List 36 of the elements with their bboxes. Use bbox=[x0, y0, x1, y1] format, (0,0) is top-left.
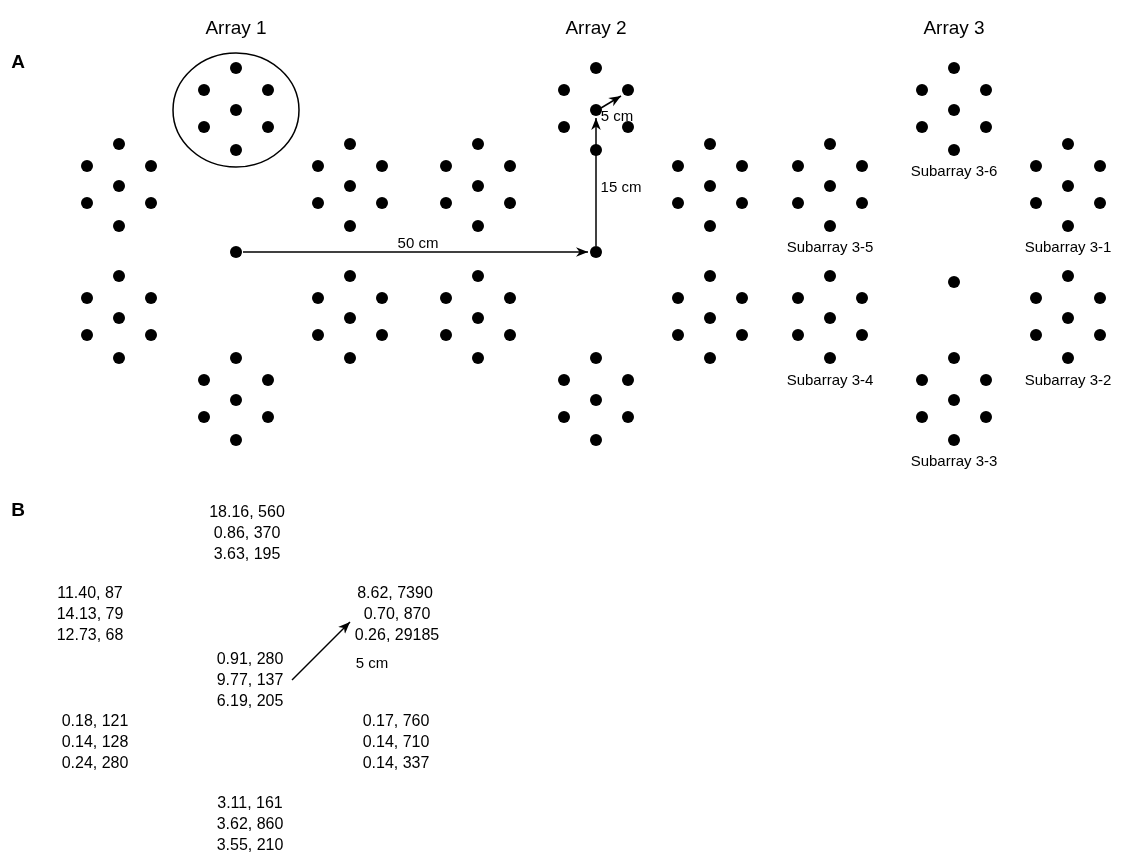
measurement-value: 0.17, 760 bbox=[362, 712, 430, 730]
measurement-value: 3.62, 860 bbox=[216, 815, 284, 833]
subarray-label: Subarray 3-5 bbox=[786, 238, 874, 256]
array-title: Array 3 bbox=[923, 17, 985, 39]
measurement-value: 0.18, 121 bbox=[61, 712, 129, 730]
measurement-value: 9.77, 137 bbox=[216, 671, 284, 689]
measurement-value: 18.16, 560 bbox=[209, 503, 285, 521]
distance-label: 5 cm bbox=[355, 654, 389, 672]
measurement-value: 8.62, 7390 bbox=[357, 584, 433, 602]
measurement-value: 0.26, 29185 bbox=[354, 626, 440, 644]
array-title: Array 2 bbox=[565, 17, 627, 39]
measurement-value: 0.14, 128 bbox=[61, 733, 129, 751]
subarray-label: Subarray 3-1 bbox=[1024, 238, 1112, 256]
distance-label: 15 cm bbox=[600, 178, 642, 196]
subarray-label: Subarray 3-3 bbox=[910, 452, 998, 470]
distance-label: 5 cm bbox=[600, 107, 634, 125]
measurement-value: 3.11, 161 bbox=[217, 794, 283, 812]
measurement-value: 0.70, 870 bbox=[363, 605, 431, 623]
measurement-value: 12.73, 68 bbox=[56, 626, 124, 644]
measurement-value: 14.13, 79 bbox=[56, 605, 124, 623]
measurement-value: 3.63, 195 bbox=[213, 545, 281, 563]
measurement-value: 3.55, 210 bbox=[216, 836, 284, 853]
subarray-label: Subarray 3-2 bbox=[1024, 371, 1112, 389]
measurement-value: 0.14, 337 bbox=[362, 754, 430, 772]
subarray-label: Subarray 3-4 bbox=[786, 371, 874, 389]
measurement-value: 6.19, 205 bbox=[216, 692, 284, 710]
panel-letter: A bbox=[11, 51, 25, 73]
distance-label: 50 cm bbox=[397, 234, 439, 252]
subarray-label: Subarray 3-6 bbox=[910, 162, 998, 180]
measurement-value: 0.86, 370 bbox=[213, 524, 281, 542]
measurement-value: 0.91, 280 bbox=[216, 650, 284, 668]
array-title: Array 1 bbox=[205, 17, 267, 39]
measurement-value: 11.40, 87 bbox=[57, 584, 123, 602]
measurement-value: 0.24, 280 bbox=[61, 754, 129, 772]
panel-letter: B bbox=[11, 499, 25, 521]
measurement-value: 0.14, 710 bbox=[362, 733, 430, 751]
